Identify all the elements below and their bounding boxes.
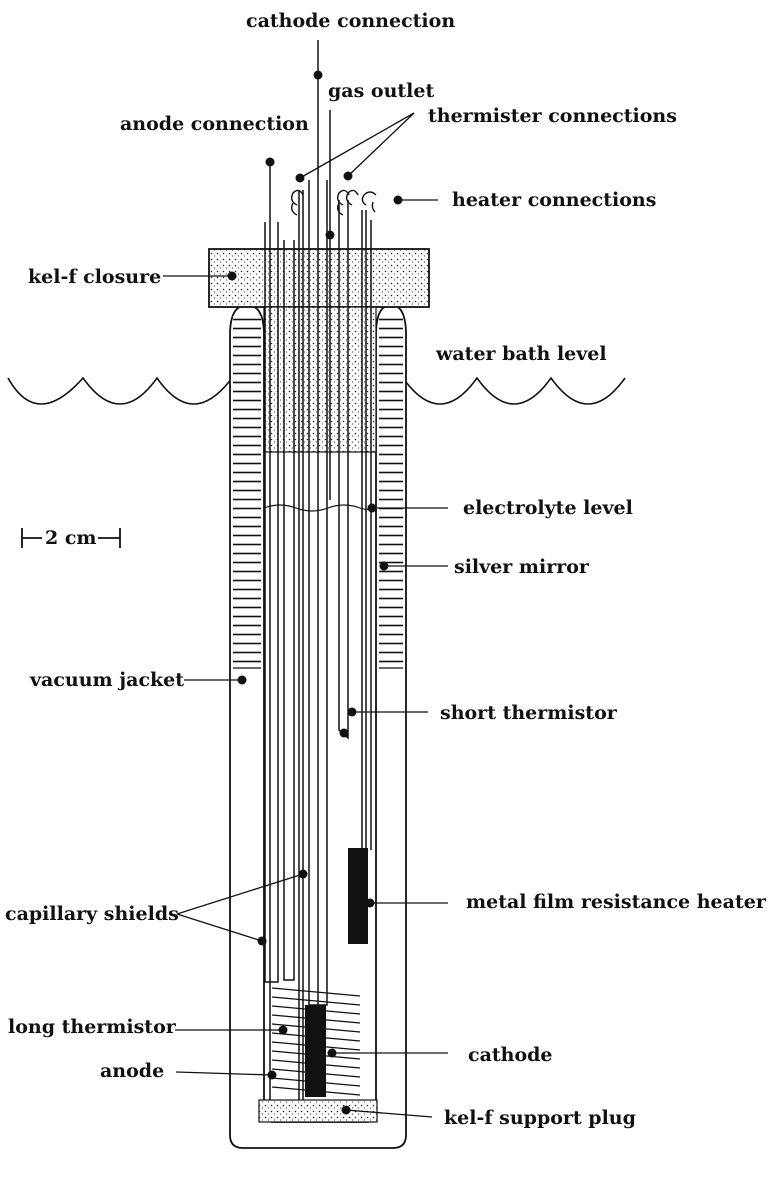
lead-hooks [290,189,377,216]
label-long-thermistor: long thermistor [8,1016,177,1038]
label-short-thermistor: short thermistor [440,702,618,724]
electrolyte-level-line [263,504,377,512]
water-bath-waves [7,376,626,405]
label-anode: anode [100,1060,164,1082]
kelf-closure-plug [263,306,377,453]
label-electrolyte-level: electrolyte level [463,497,633,519]
metal-film-heater [348,848,368,944]
vacuum-jacket [229,304,407,1149]
label-capillary-shields: capillary shields [5,903,179,925]
leader-lines [163,112,448,1118]
label-heater-connections: heater connections [452,189,656,211]
label-anode-connection: anode connection [120,113,309,135]
label-kelf-closure: kel-f closure [28,266,161,288]
leader-dots [227,70,403,1115]
kelf-support-plug [258,1099,378,1123]
label-vacuum-jacket: vacuum jacket [29,669,184,691]
label-thermister-connections: thermister connections [428,105,677,127]
silver-mirror-right [379,316,403,668]
label-cathode-connection: cathode connection [246,10,455,32]
scale-bar [21,528,121,548]
label-kelf-support-plug: kel-f support plug [444,1107,636,1129]
label-scale: 2 cm [45,527,97,549]
kelf-closure [208,248,430,453]
silver-mirror-left [233,316,261,668]
label-silver-mirror: silver mirror [454,556,590,578]
label-water-bath-level: water bath level [435,343,607,365]
label-cathode: cathode [468,1044,553,1066]
label-gas-outlet: gas outlet [328,80,434,102]
cathode-electrode [305,1005,326,1097]
label-metal-film-heater: metal film resistance heater [466,891,767,913]
